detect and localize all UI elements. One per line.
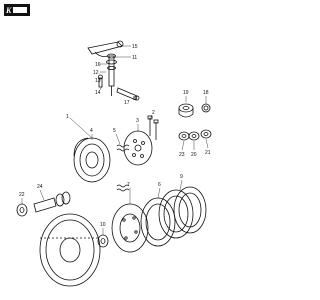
release-shaft: [106, 53, 117, 96]
callout-24: 24: [37, 184, 43, 190]
diagram-svg: K: [4, 4, 212, 287]
clutch-housing: [39, 213, 101, 287]
callout-13: 13: [95, 78, 101, 84]
callout-21: 21: [205, 150, 211, 156]
callout-3: 3: [136, 118, 139, 124]
callout-6: 6: [158, 182, 161, 188]
callout-11: 11: [132, 55, 137, 61]
part-callouts: 15 11 16 12 13 14 17 19 18 23 20 21 4 5 …: [19, 44, 211, 228]
svg-text:K: K: [5, 6, 12, 15]
clutch-exploded-diagram: K: [4, 4, 212, 287]
callout-17: 17: [124, 100, 130, 106]
sleeve-parts: [16, 191, 71, 217]
leader-lines: [21, 45, 209, 235]
callout-1: 1: [66, 114, 69, 120]
release-lever: [87, 40, 124, 57]
spring-bolts: [147, 115, 159, 140]
callout-10: 10: [100, 222, 106, 228]
pressure-plate: [123, 130, 153, 166]
kawasaki-logo: K: [4, 4, 30, 16]
callout-2: 2: [152, 110, 155, 116]
push-rod: [116, 87, 140, 101]
callout-12: 12: [93, 70, 99, 76]
clutch-plates: [111, 186, 207, 253]
small-bolt: [98, 74, 103, 88]
callout-5: 5: [113, 128, 116, 134]
clutch-springs: [116, 144, 130, 192]
callout-20: 20: [191, 152, 197, 158]
clutch-hub: [73, 137, 111, 183]
callout-15: 15: [132, 44, 138, 50]
callout-23: 23: [179, 152, 185, 158]
callout-18: 18: [203, 90, 209, 96]
callout-8: 8: [133, 96, 136, 102]
callout-14: 14: [95, 90, 101, 96]
callout-4: 4: [90, 128, 93, 134]
callout-22: 22: [19, 192, 25, 198]
callout-9: 9: [180, 174, 183, 180]
callout-19: 19: [183, 90, 189, 96]
callout-7: 7: [127, 182, 130, 188]
right-bearing-assembly: [178, 103, 212, 141]
callout-16: 16: [95, 62, 101, 68]
